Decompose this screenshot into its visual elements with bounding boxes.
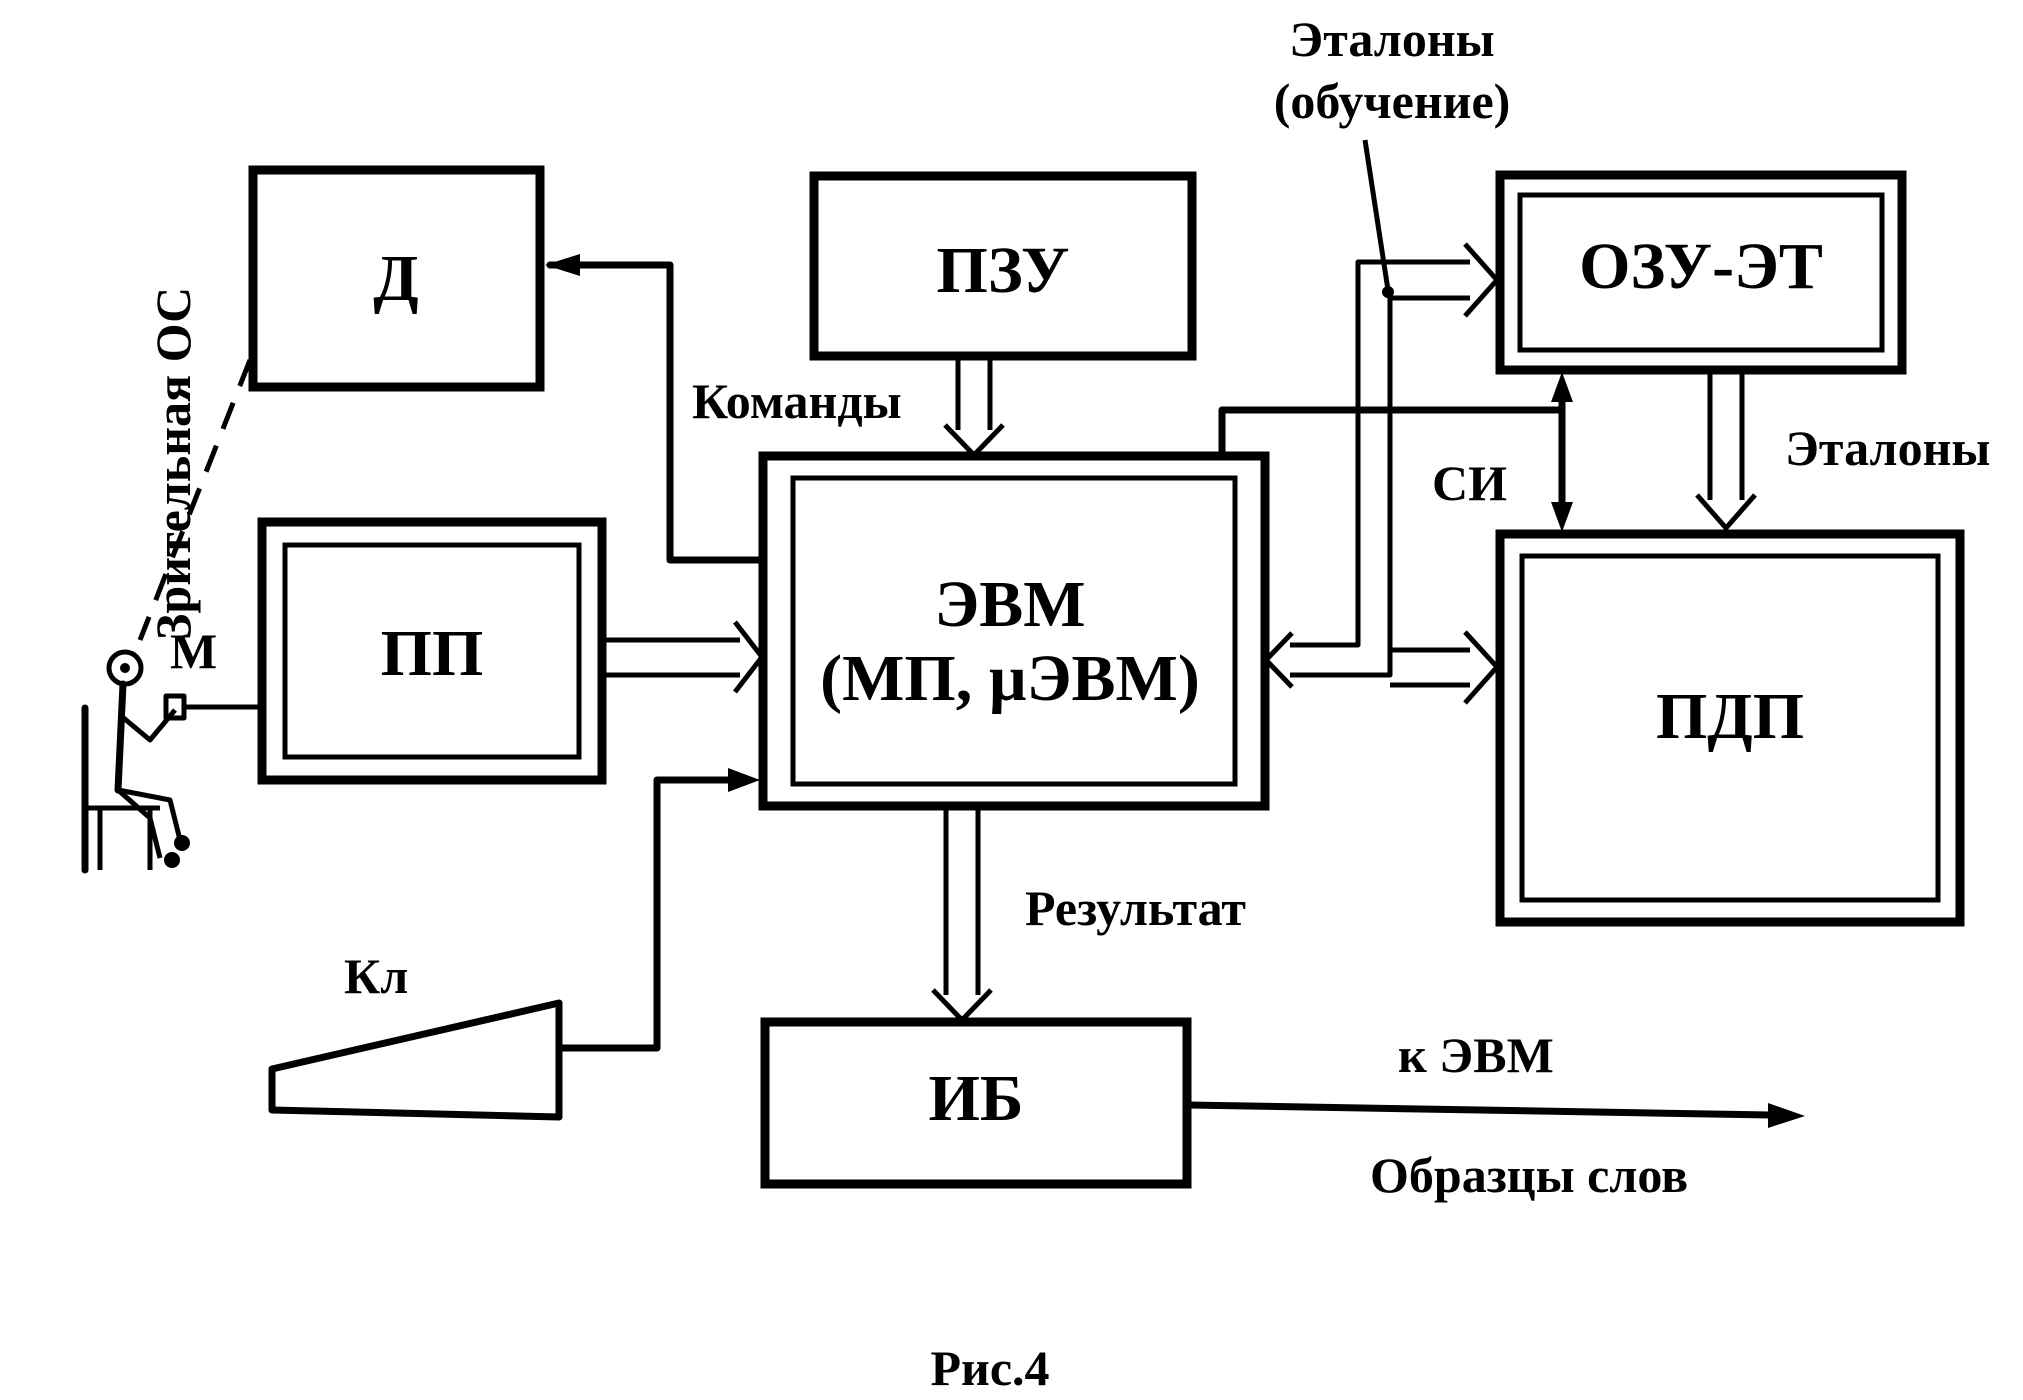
block-ozu-et: ОЗУ-ЭТ: [1495, 170, 1907, 375]
pointer-etalony-obuchenie: [1362, 139, 1391, 291]
block-pp: ПП: [257, 517, 607, 785]
label-etalony-obuchenie-2: (обучение): [1274, 73, 1511, 129]
label-si: СИ: [1432, 455, 1507, 511]
line-ib-output: [1184, 1101, 1774, 1119]
line-keyboard-to-evm: [555, 776, 734, 1052]
keyboard-shape: [268, 999, 563, 1121]
label-etalony-obuchenie-1: Эталоны: [1289, 11, 1494, 67]
block-pzu-label: ПЗУ: [937, 234, 1070, 307]
block-d: Д: [248, 165, 545, 392]
bus-evm-to-ib: [931, 808, 993, 1023]
bus-system: [1263, 242, 1500, 705]
bus-ozu-to-pdp: [1695, 372, 1757, 531]
arrowhead-keyboard-to-evm: [728, 768, 760, 792]
label-k-evm: к ЭВМ: [1398, 1027, 1554, 1083]
block-evm: ЭВМ (МП, µЭВМ): [758, 451, 1270, 811]
operator-figure: [81, 649, 190, 874]
label-komandy: Команды: [692, 373, 902, 429]
visual-feedback-dashed-line: [137, 359, 253, 641]
keyboard-label: Кл: [344, 948, 408, 1004]
pointer-dot: [1382, 286, 1394, 298]
label-rezultat: Результат: [1025, 880, 1246, 936]
line-evm-control: [1218, 406, 1566, 460]
label-etalony: Эталоны: [1785, 420, 1990, 476]
block-evm-subtitle: (МП, µЭВМ): [820, 642, 1200, 715]
figure-caption: Рис.4: [930, 1340, 1049, 1396]
arrowhead-si-up: [1551, 372, 1573, 402]
label-obrazcy-slov: Образцы слов: [1370, 1147, 1688, 1203]
block-evm-title: ЭВМ: [934, 568, 1085, 641]
arrowhead-si-down: [1551, 502, 1573, 532]
block-pp-label: ПП: [381, 617, 484, 690]
bus-pp-to-evm: [604, 620, 765, 694]
block-pzu: ПЗУ: [809, 171, 1197, 361]
arrowhead-to-d: [545, 254, 580, 276]
block-ib: ИБ: [760, 1017, 1192, 1189]
bus-pzu-to-evm: [943, 358, 1005, 458]
block-pdp-label: ПДП: [1656, 680, 1804, 753]
label-visual-os: Зрительная ОС: [145, 287, 201, 640]
line-evm-to-d: [546, 261, 767, 564]
block-pdp: ПДП: [1495, 529, 1965, 927]
block-d-label: Д: [373, 242, 418, 315]
label-microphone: М: [170, 623, 217, 679]
block-ib-label: ИБ: [929, 1062, 1024, 1135]
arrowhead-ib-output: [1768, 1103, 1805, 1128]
block-ozu-et-label: ОЗУ-ЭТ: [1579, 230, 1823, 303]
